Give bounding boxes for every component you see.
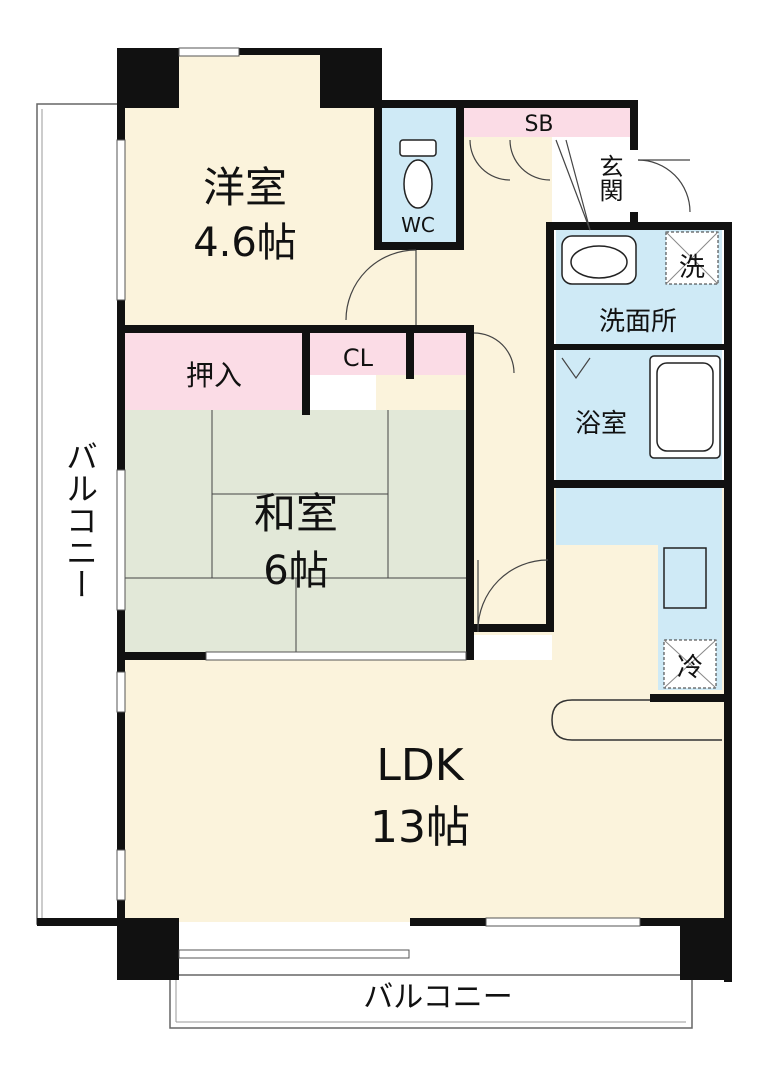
balcony-bottom-outline — [169, 974, 693, 1029]
japanese-room-label: 和室 6帖 — [254, 489, 338, 594]
cl-label: CL — [343, 344, 374, 372]
western-room-label: 洋室 4.6帖 — [193, 163, 297, 266]
stove-fixture — [663, 547, 707, 609]
fridge-label: 冷 — [677, 653, 703, 683]
entrance-label: 玄関 — [595, 154, 623, 202]
washer-label: 洗 — [679, 253, 705, 283]
door-swings — [345, 139, 691, 632]
western-room-name: 洋室 — [203, 163, 287, 212]
balcony-side-outline — [36, 103, 120, 925]
toilet-fixture — [399, 139, 437, 209]
bathroom-label: 浴室 — [575, 409, 627, 439]
oshiire-label: 押入 — [186, 359, 242, 392]
small-closet — [412, 333, 468, 375]
japanese-room-size: 6帖 — [263, 548, 328, 594]
sink-fixture — [561, 235, 637, 285]
sb-label: SB — [524, 112, 553, 137]
wc-label: WC — [401, 213, 435, 237]
shoebox — [462, 105, 632, 137]
ldk-size: 13帖 — [370, 802, 470, 853]
island-counter — [551, 699, 722, 741]
windows — [116, 47, 641, 959]
japanese-room-tatami — [124, 410, 470, 658]
entrance-floor — [592, 140, 632, 220]
bathtub-fixture — [649, 355, 721, 459]
western-room-size: 4.6帖 — [193, 220, 297, 266]
washroom-label: 洗面所 — [599, 307, 677, 337]
japanese-room-name: 和室 — [254, 489, 338, 538]
balcony-side-label: バルコニー — [61, 440, 99, 600]
ldk-label: LDK 13帖 — [370, 740, 470, 853]
cl-closet — [308, 333, 408, 375]
balcony-bottom-label: バルコニー — [363, 980, 512, 1015]
ldk-name: LDK — [376, 740, 464, 791]
oshiire-closet — [124, 333, 304, 410]
